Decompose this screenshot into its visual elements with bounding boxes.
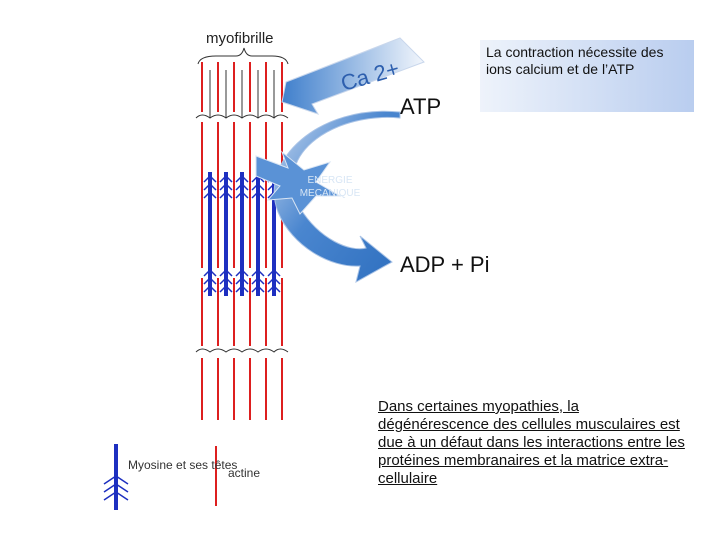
myosin-head [251, 268, 265, 277]
myosin-head [203, 190, 217, 199]
atp-adp-arrow [273, 110, 401, 283]
myosin-head [235, 174, 249, 183]
myosin-head [203, 268, 217, 277]
myosin-legend-icon [103, 444, 129, 510]
myofibril-bracket [197, 47, 289, 65]
myosin-head [219, 174, 233, 183]
myosin-head [267, 284, 281, 293]
sarcomere [195, 62, 289, 420]
myosin-head [219, 190, 233, 199]
myosin-head [267, 276, 281, 285]
myosin-head [203, 174, 217, 183]
myosin-head [235, 276, 249, 285]
actin-filaments-bottom [201, 278, 283, 420]
myosin-head [251, 190, 265, 199]
myosin-head [219, 276, 233, 285]
myosin-head [203, 276, 217, 285]
myosin-head [251, 284, 265, 293]
myosin-head [235, 284, 249, 293]
myosin-head [267, 268, 281, 277]
adp-label: ADP + Pi [400, 252, 490, 277]
myosin-head [203, 182, 217, 191]
actin-legend-label: actine [228, 466, 261, 480]
myosin-legend-label: Myosine et ses têtes [128, 458, 238, 472]
actin-filaments-top [201, 62, 283, 268]
myopathy-note: Dans certaines myopathies, la dégénéresc… [378, 398, 685, 487]
myosin-head [235, 268, 249, 277]
myosin-head [235, 190, 249, 199]
myosin-head [235, 182, 249, 191]
myosin-head [219, 182, 233, 191]
atp-label: ATP [400, 94, 442, 119]
energy-burst-arrow [255, 150, 342, 215]
myosin-head [251, 182, 265, 191]
calcium-arrow [281, 37, 425, 115]
myosin-head [219, 284, 233, 293]
myosin-head [251, 276, 265, 285]
myofibril-label: myofibrille [206, 30, 274, 47]
myosin-head [219, 268, 233, 277]
z-line-bottom [195, 348, 289, 353]
myosin-head [203, 284, 217, 293]
energy-label: ENERGIE MECANIQUE [299, 175, 361, 199]
calcium-atp-note: La contraction nécessite des ions calciu… [480, 40, 694, 112]
